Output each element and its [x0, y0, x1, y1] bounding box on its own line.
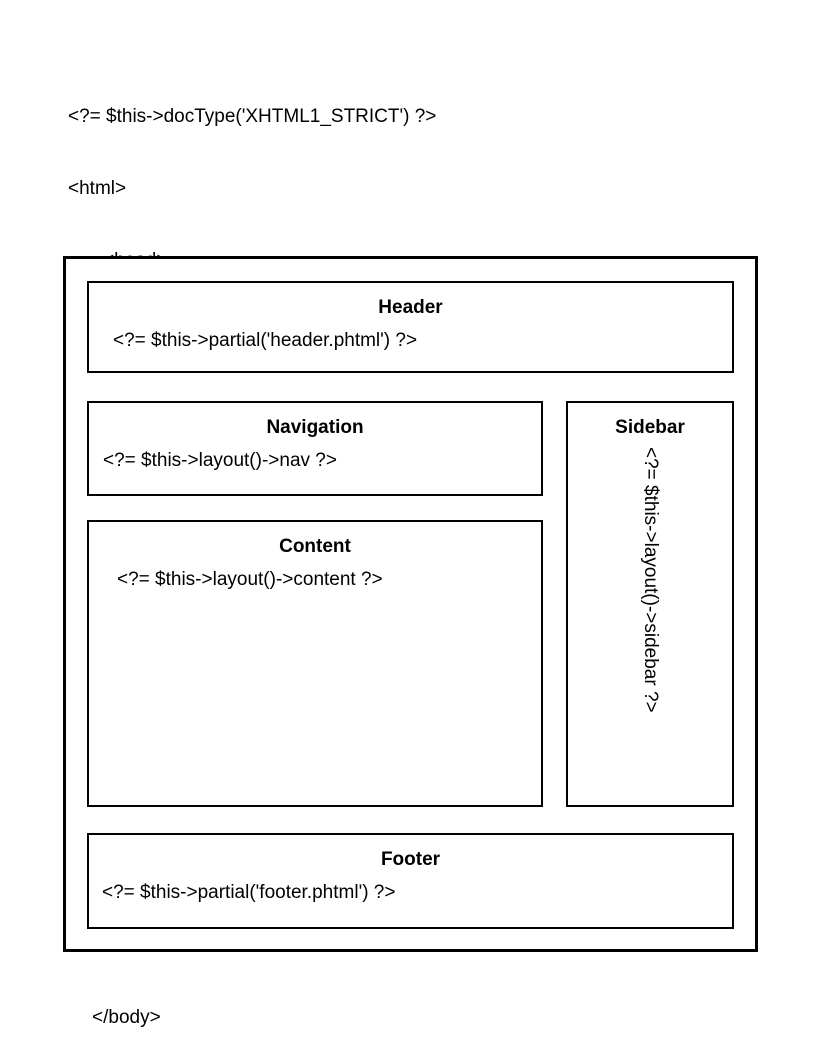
- footer-region-title: Footer: [380, 849, 441, 870]
- sidebar-region-title: Sidebar: [615, 417, 685, 438]
- footer-region-box: Footer <?= $this->partial('footer.phtml'…: [87, 833, 734, 929]
- sidebar-region-box: Sidebar <?= $this->layout()->sidebar ?>: [566, 401, 734, 807]
- footer-region-code: <?= $this->partial('footer.phtml') ?>: [102, 882, 396, 903]
- content-region-box: Content <?= $this->layout()->content ?>: [87, 520, 543, 807]
- navigation-region-title: Navigation: [266, 417, 364, 438]
- content-region-title: Content: [279, 536, 351, 557]
- code-line: </body>: [92, 1007, 161, 1028]
- header-region-box: Header <?= $this->partial('header.phtml'…: [87, 281, 734, 373]
- code-line: <html>: [68, 178, 127, 199]
- layout-script-closing-code: </body> </html>: [68, 958, 161, 1056]
- code-line: <?= $this->docType('XHTML1_STRICT') ?>: [68, 106, 437, 127]
- content-region-code: <?= $this->layout()->content ?>: [117, 569, 383, 590]
- header-region-code: <?= $this->partial('header.phtml') ?>: [113, 330, 418, 351]
- navigation-region-box: Navigation <?= $this->layout()->nav ?>: [87, 401, 543, 496]
- navigation-region-code: <?= $this->layout()->nav ?>: [103, 450, 337, 471]
- sidebar-region-code-vertical: <?= $this->layout()->sidebar ?>: [640, 447, 661, 713]
- header-region-title: Header: [378, 297, 443, 318]
